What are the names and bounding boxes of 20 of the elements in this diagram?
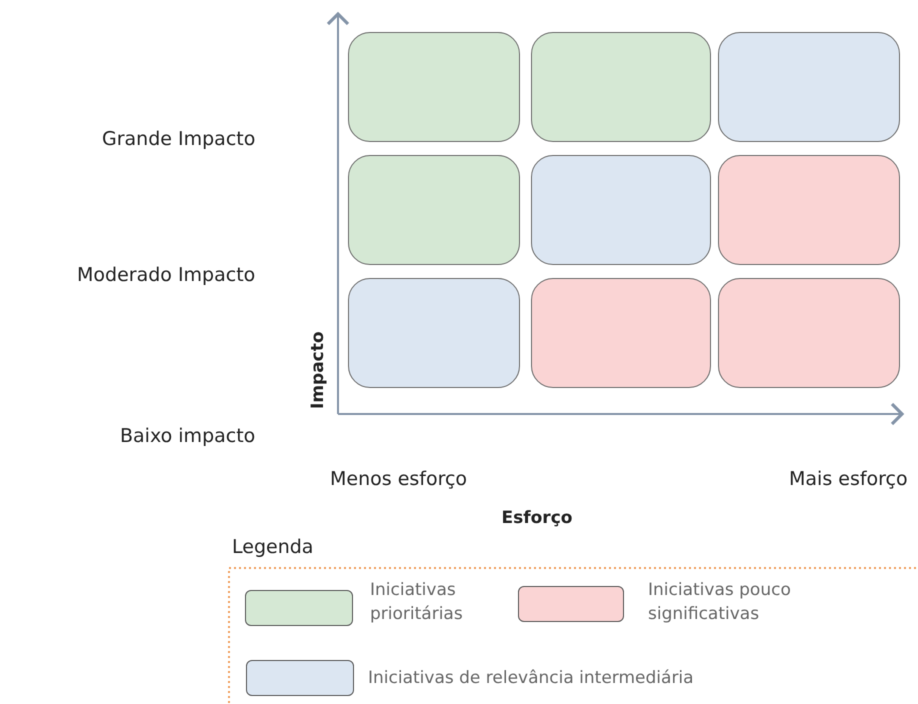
legend-title: Legenda (232, 536, 314, 558)
axis-title: Esforço (502, 508, 572, 528)
matrix-cell (348, 32, 520, 142)
row-label: Moderado Impacto (77, 264, 256, 286)
axis-title: Impacto (308, 331, 328, 409)
axis-tick-label: Mais esforço (789, 468, 908, 490)
legend-label: Iniciativas de relevância intermediária (368, 667, 695, 690)
matrix-cell (348, 155, 520, 265)
matrix-cell (348, 278, 520, 388)
matrix-cell (531, 155, 711, 265)
matrix-cell (531, 278, 711, 388)
matrix-cell (718, 278, 900, 388)
legend-label: Iniciativas prioritárias (370, 579, 464, 626)
axis-tick-label: Menos esforço (330, 468, 468, 490)
legend-label: Iniciativas pouco significativas (648, 579, 792, 626)
row-label: Baixo impacto (120, 425, 256, 447)
matrix-cell (531, 32, 711, 142)
row-label: Grande Impacto (102, 128, 256, 150)
matrix-cell (718, 155, 900, 265)
matrix-cell (718, 32, 900, 142)
